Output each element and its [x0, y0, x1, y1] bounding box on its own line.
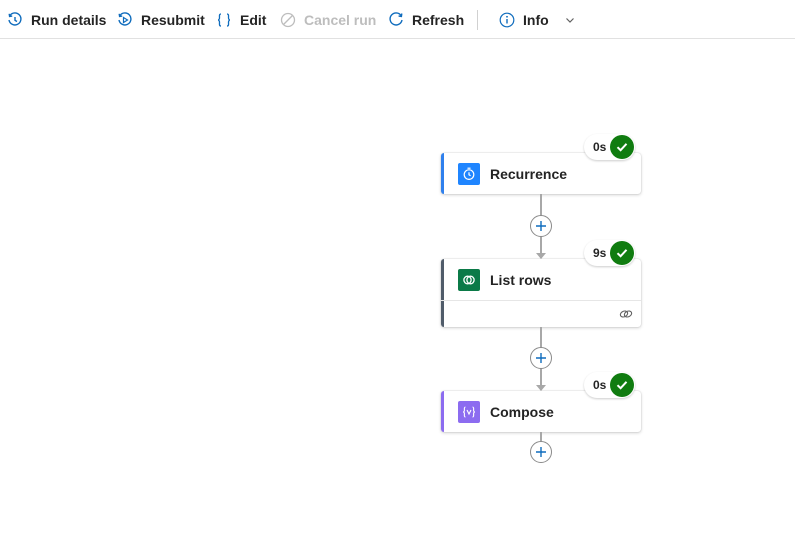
resubmit-icon	[116, 11, 134, 29]
cancel-run-button[interactable]: Cancel run	[279, 0, 376, 39]
compose-icon	[458, 400, 480, 423]
plus-icon	[536, 353, 546, 363]
card-header: List rows	[441, 259, 641, 300]
cancel-run-label: Cancel run	[304, 11, 377, 28]
resubmit-label: Resubmit	[141, 11, 205, 28]
insert-step-button[interactable]	[530, 347, 552, 369]
clock-icon	[458, 162, 480, 185]
info-label: Info	[523, 11, 549, 28]
card-title: Recurrence	[490, 165, 568, 182]
card-footer	[441, 300, 641, 327]
info-button[interactable]: Info	[498, 0, 575, 39]
card-accent-bar	[441, 153, 444, 194]
dataverse-icon	[458, 268, 480, 291]
action-card-recurrence[interactable]: Recurrence	[441, 153, 641, 194]
refresh-icon	[387, 11, 405, 29]
history-icon	[6, 11, 24, 29]
duration-text: 0s	[593, 140, 607, 154]
add-step-button[interactable]	[530, 441, 552, 463]
edit-label: Edit	[240, 11, 267, 28]
plus-icon	[536, 221, 546, 231]
insert-step-button[interactable]	[530, 215, 552, 237]
info-icon	[498, 11, 516, 29]
card-accent-bar	[441, 259, 444, 327]
card-accent-bar	[441, 391, 444, 432]
edit-button[interactable]: Edit	[215, 0, 266, 39]
refresh-button[interactable]: Refresh	[387, 0, 464, 39]
command-bar: Run details Resubmit Edit	[0, 0, 795, 39]
connector-arrow-icon	[536, 253, 546, 259]
success-check-icon	[610, 241, 635, 265]
run-details-button[interactable]: Run details	[6, 0, 106, 39]
chevron-down-icon[interactable]	[565, 15, 575, 25]
connection-link-icon[interactable]	[619, 307, 633, 325]
success-check-icon	[610, 373, 635, 397]
cancel-icon	[279, 11, 297, 29]
toolbar-divider	[477, 10, 478, 30]
resubmit-button[interactable]: Resubmit	[116, 0, 205, 39]
run-status-badge: 0s	[584, 134, 636, 160]
refresh-label: Refresh	[412, 11, 465, 28]
duration-text: 9s	[593, 246, 607, 260]
plus-icon	[536, 447, 546, 457]
card-title: Compose	[490, 403, 554, 420]
success-check-icon	[610, 135, 635, 159]
connector-line	[540, 432, 542, 442]
duration-text: 0s	[593, 378, 607, 392]
card-header: Compose	[441, 391, 641, 432]
card-title: List rows	[490, 271, 552, 288]
card-header: Recurrence	[441, 153, 641, 194]
run-status-badge: 9s	[584, 240, 636, 266]
run-status-badge: 0s	[584, 372, 636, 398]
flow-canvas: Recurrence 0s Lis	[0, 40, 795, 533]
braces-icon	[215, 11, 233, 29]
connector-arrow-icon	[536, 385, 546, 391]
run-details-label: Run details	[31, 11, 107, 28]
action-card-list-rows[interactable]: List rows	[441, 259, 641, 327]
